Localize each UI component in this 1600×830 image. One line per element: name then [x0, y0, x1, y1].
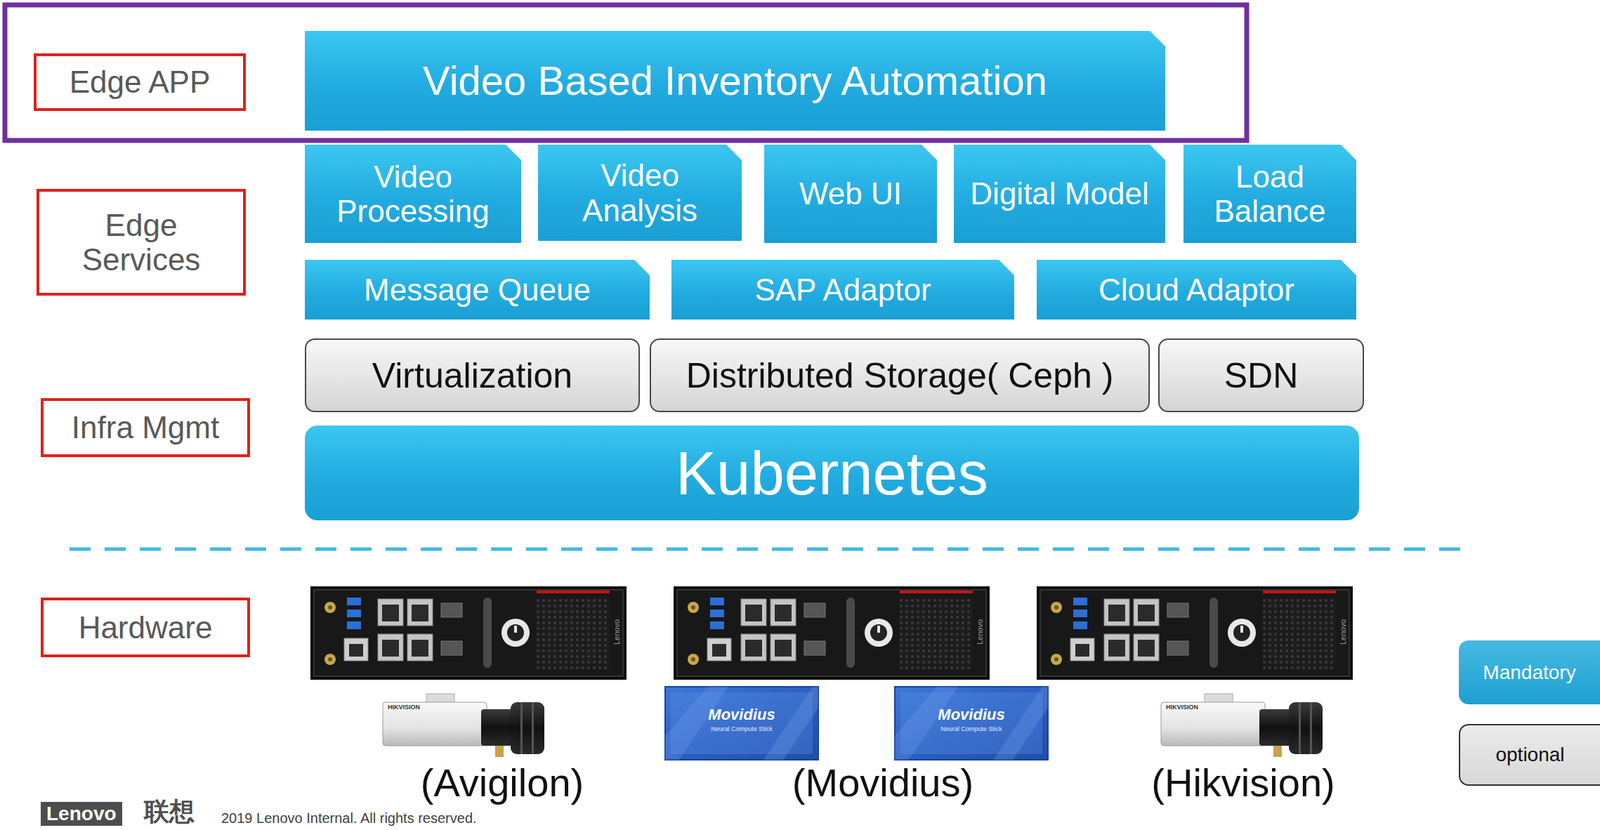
- logo-text: 联想: [143, 797, 195, 826]
- layer-label: Infra Mgmt: [40, 398, 251, 458]
- box-text: Virtualization: [372, 356, 573, 396]
- infra-box: Distributed Storage( Ceph ): [649, 338, 1150, 413]
- box-text: Video Analysis: [546, 158, 734, 228]
- layer-label: Edge APP: [33, 53, 246, 111]
- device-subtitle: Neural Compute Stick: [940, 726, 1003, 734]
- box-text: Video Processing: [313, 159, 513, 229]
- box-text: Hardware: [78, 610, 213, 645]
- app-frame: [4, 4, 1247, 141]
- service-box: Digital Model: [953, 144, 1166, 244]
- box-text: Message Queue: [363, 272, 591, 307]
- device-brand: HIKVISION: [1165, 704, 1199, 712]
- box-text: Infra Mgmt: [71, 410, 220, 445]
- service-box: Web UI: [764, 144, 937, 244]
- box-text: Edge Services: [47, 207, 235, 278]
- box-text: Distributed Storage( Ceph ): [686, 356, 1114, 396]
- device-brand: Movidius: [707, 706, 775, 724]
- service-box: Message Queue: [304, 259, 650, 320]
- edge-server: [310, 586, 627, 680]
- box-text: Kubernetes: [675, 438, 989, 508]
- bezel-brand: Lenovo: [612, 619, 621, 645]
- bezel-brand: Lenovo: [1338, 619, 1348, 645]
- copyright-note: 2019 Lenovo Internal. All rights reserve…: [221, 810, 477, 826]
- layer-label: Edge Services: [36, 188, 246, 296]
- infra-box: SDN: [1158, 338, 1365, 413]
- vendor-caption: (Movidius): [792, 761, 974, 805]
- service-box: Video Based Inventory Automation: [304, 30, 1166, 131]
- box-text: SAP Adaptor: [754, 272, 931, 307]
- box-text: Video Based Inventory Automation: [422, 58, 1048, 104]
- legend-text: Mandatory: [1482, 661, 1576, 685]
- infra-box: Virtualization: [304, 338, 640, 413]
- service-box: Cloud Adaptor: [1036, 259, 1357, 320]
- edge-server: [673, 586, 990, 680]
- service-box: SAP Adaptor: [671, 259, 1015, 320]
- device-brand: Movidius: [937, 706, 1005, 724]
- vendor-caption: (Avigilon): [420, 761, 584, 805]
- box-text: Web UI: [799, 176, 902, 211]
- logo-text: Lenovo: [40, 802, 123, 826]
- vendor-caption: (Hikvision): [1151, 761, 1335, 805]
- device-subtitle: Neural Compute Stick: [710, 726, 773, 734]
- box-text: Digital Model: [969, 176, 1149, 211]
- layer-divider: [69, 547, 1470, 552]
- service-box: Video Processing: [304, 144, 522, 244]
- legend-text: optional: [1495, 743, 1565, 767]
- service-box: Load Balance: [1183, 144, 1357, 244]
- legend-swatch: Mandatory: [1458, 640, 1600, 705]
- device-brand: HIKVISION: [387, 704, 421, 712]
- edge-server: [1036, 586, 1353, 680]
- box-text: Load Balance: [1191, 159, 1348, 229]
- compute-stick-picture: [894, 686, 1048, 760]
- platform-box: Kubernetes: [304, 425, 1360, 521]
- camera-picture: [382, 693, 545, 758]
- box-text: Edge APP: [69, 64, 211, 100]
- legend-swatch: optional: [1458, 724, 1600, 786]
- camera-picture: [1161, 693, 1323, 758]
- compute-stick-picture: [665, 686, 819, 760]
- box-text: Cloud Adaptor: [1098, 272, 1295, 307]
- bezel-brand: Lenovo: [975, 619, 985, 645]
- layer-label: Hardware: [40, 597, 251, 658]
- service-box: Video Analysis: [538, 144, 742, 241]
- box-text: SDN: [1224, 356, 1299, 396]
